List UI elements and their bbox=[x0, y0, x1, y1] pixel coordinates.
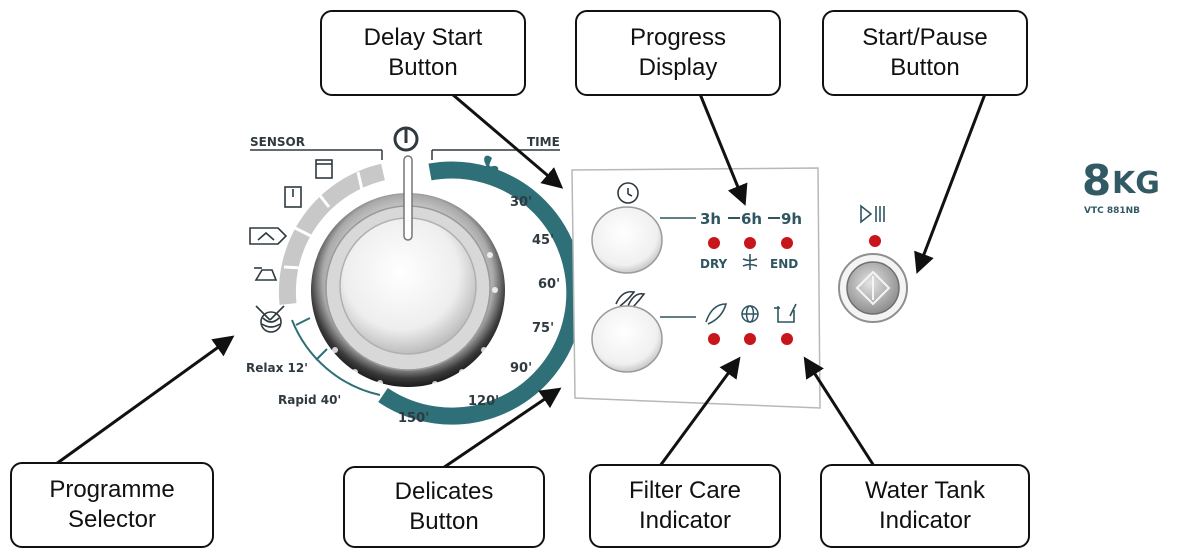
arrow-progress-display bbox=[698, 93, 748, 206]
callout-line: Delicates bbox=[394, 478, 494, 505]
time-9h: 9h bbox=[781, 210, 802, 228]
play-pause-icon bbox=[860, 204, 885, 224]
callout-line: Delay Start bbox=[363, 24, 483, 51]
time-tick-label: 45' bbox=[532, 233, 554, 248]
feather-icon bbox=[705, 303, 728, 325]
arrow-programme-selector bbox=[55, 335, 235, 466]
time-6h: 6h bbox=[741, 210, 762, 228]
time-tick-label: 30' bbox=[510, 195, 532, 210]
callout-line: Button bbox=[388, 54, 458, 81]
cupboard-icon bbox=[284, 186, 302, 208]
time-tick-label: 90' bbox=[510, 361, 532, 376]
callout-water-tank: Water Tank Indicator bbox=[820, 464, 1030, 548]
indicator-light bbox=[781, 237, 793, 249]
start-pause-light bbox=[869, 235, 881, 247]
callout-progress-display: Progress Display bbox=[575, 10, 781, 96]
arrow-delicates bbox=[439, 387, 562, 472]
fan-icon bbox=[742, 254, 758, 270]
arrow-filter-care bbox=[658, 356, 741, 467]
start-pause-button[interactable] bbox=[838, 253, 908, 323]
water-tank-icon bbox=[774, 303, 797, 323]
filter-care-light bbox=[744, 333, 756, 345]
indicator-light bbox=[708, 237, 720, 249]
callout-arrows bbox=[55, 92, 987, 472]
callout-line: Start/Pause bbox=[862, 24, 988, 51]
wool-icon bbox=[255, 305, 285, 333]
globe-icon bbox=[741, 305, 759, 323]
towel-icon bbox=[315, 159, 333, 179]
status-dry: DRY bbox=[700, 257, 728, 271]
fan-icon bbox=[478, 155, 499, 176]
status-end: END bbox=[770, 257, 798, 271]
callout-line: Progress bbox=[629, 24, 727, 51]
arrow-start-pause bbox=[914, 93, 987, 274]
model-number: VTC 881NB bbox=[1084, 206, 1140, 216]
capacity-number: 8 bbox=[1082, 156, 1111, 205]
hanger-icon bbox=[249, 227, 288, 245]
callout-filter-care: Filter Care Indicator bbox=[589, 464, 781, 548]
callout-line: Indicator bbox=[638, 507, 732, 534]
delicates-icon bbox=[615, 290, 646, 309]
sensor-label: SENSOR bbox=[250, 135, 305, 149]
time-tick-label: 120' bbox=[468, 394, 499, 409]
time-tick-label: 150' bbox=[398, 411, 429, 426]
power-icon bbox=[393, 126, 419, 152]
callout-start-pause: Start/Pause Button bbox=[822, 10, 1028, 96]
time-3h: 3h bbox=[700, 210, 721, 228]
callout-line: Water Tank bbox=[864, 477, 986, 504]
rapid-label: Rapid 40' bbox=[278, 393, 341, 407]
button-panel bbox=[571, 167, 821, 409]
clock-icon bbox=[617, 182, 639, 204]
arrow-water-tank bbox=[803, 356, 876, 467]
indicator-light bbox=[744, 237, 756, 249]
delicates-button[interactable] bbox=[591, 305, 663, 373]
water-tank-light bbox=[781, 333, 793, 345]
callout-line: Button bbox=[409, 508, 479, 535]
time-tick-label: 75' bbox=[532, 321, 554, 336]
callout-delay-start: Delay Start Button bbox=[320, 10, 526, 96]
callout-line: Programme bbox=[49, 476, 175, 503]
callout-line: Selector bbox=[67, 506, 157, 533]
callout-line: Button bbox=[890, 54, 960, 81]
relax-label: Relax 12' bbox=[246, 361, 308, 375]
callout-delicates: Delicates Button bbox=[343, 466, 545, 548]
knob-indicator bbox=[403, 155, 413, 241]
delay-start-button[interactable] bbox=[591, 206, 663, 274]
iron-icon bbox=[254, 267, 278, 281]
time-label: TIME bbox=[527, 135, 560, 149]
callout-programme-selector: Programme Selector bbox=[10, 462, 214, 548]
callout-line: Filter Care bbox=[628, 477, 742, 504]
arrow-delay-start bbox=[451, 92, 564, 189]
indicator-light bbox=[708, 333, 720, 345]
callout-line: Display bbox=[638, 54, 718, 81]
programme-selector-dial[interactable]: SENSOR TIME bbox=[250, 135, 584, 425]
capacity-unit: KG bbox=[1112, 166, 1160, 201]
callout-line: Indicator bbox=[878, 507, 972, 534]
time-tick-label: 60' bbox=[538, 277, 560, 292]
